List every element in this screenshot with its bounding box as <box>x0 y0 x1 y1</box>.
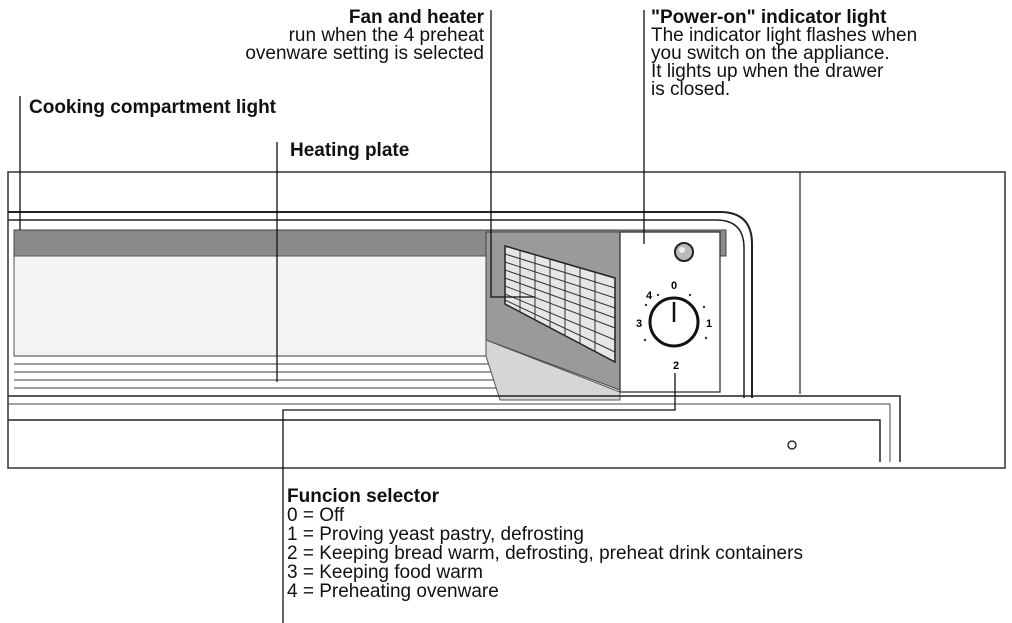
interior-back-wall <box>13 255 487 357</box>
power-on-line-3: It lights up when the drawer <box>651 61 884 82</box>
drawer-frame-inner <box>8 219 745 398</box>
dial-mark-1: 1 <box>706 318 712 330</box>
power-on-line-2: you switch on the appliance. <box>651 43 890 64</box>
drawer-front-top <box>8 395 901 462</box>
function-item-1: 1 = Proving yeast pastry, defrosting <box>287 524 584 545</box>
fan-grille <box>504 245 616 364</box>
power-on-label: "Power-on" indicator light The indicator… <box>651 7 918 100</box>
fan-heater-title: Fan and heater <box>348 7 484 28</box>
drawer-front-bevel <box>8 403 891 462</box>
floor-right <box>485 339 621 401</box>
heating-plate-title: Heating plate <box>290 140 410 161</box>
function-item-4: 4 = Preheating ovenware <box>287 581 499 602</box>
dial-mark-3: 3 <box>636 318 642 330</box>
dial-mark-0: 0 <box>671 280 677 292</box>
drawer-frame-outer <box>8 211 753 398</box>
drawer-front-panel <box>8 419 881 462</box>
indicator-highlight <box>679 247 685 253</box>
drawer-handle-dot <box>787 440 797 450</box>
function-item-3: 3 = Keeping food warm <box>287 562 483 583</box>
function-item-2: 2 = Keeping bread warm, defrosting, preh… <box>287 543 803 564</box>
heating-plate <box>14 355 508 389</box>
power-on-title: "Power-on" indicator light <box>651 7 887 28</box>
heating-plate-label: Heating plate <box>290 140 410 161</box>
function-selector-label: Funcion selector 0 = Off 1 = Proving yea… <box>287 486 803 602</box>
cooking-light-title: Cooking compartment light <box>29 97 276 118</box>
leader-lines <box>19 10 676 623</box>
fan-heater-line-1: run when the 4 preheat <box>288 25 484 46</box>
power-on-line-1: The indicator light flashes when <box>651 25 918 46</box>
function-selector-knob[interactable] <box>643 293 708 348</box>
dial-mark-2: 2 <box>673 360 679 372</box>
fan-heater-line-2: ovenware setting is selected <box>245 43 484 64</box>
function-selector-title: Funcion selector <box>287 486 440 507</box>
fan-heater-label: Fan and heater run when the 4 preheat ov… <box>245 7 484 64</box>
function-item-0: 0 = Off <box>287 505 345 526</box>
cooking-light-label: Cooking compartment light <box>29 97 276 118</box>
power-on-line-4: is closed. <box>651 79 731 100</box>
dial-mark-4: 4 <box>646 290 653 302</box>
